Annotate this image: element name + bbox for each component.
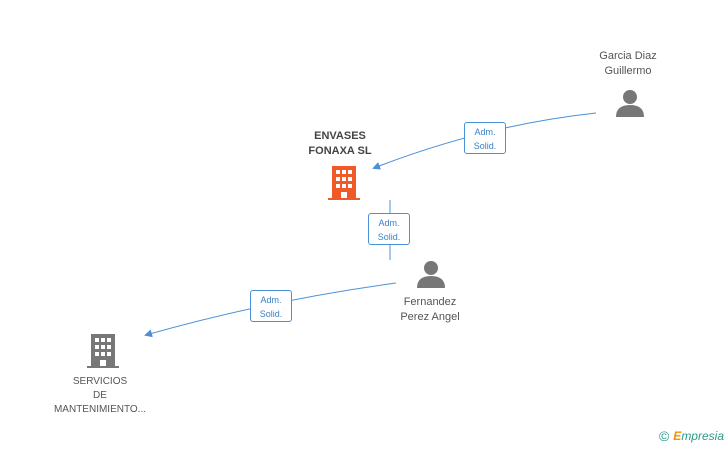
edge-label-line2: Solid. bbox=[473, 141, 497, 151]
company-servicios-name-line2: DE bbox=[93, 390, 107, 401]
company-servicios-label: SERVICIOS DE MANTENIMIENTO... bbox=[40, 375, 160, 417]
edge-label-line1: Adm. bbox=[260, 295, 282, 305]
edge-label-garcia-role[interactable]: Adm. Solid. bbox=[464, 122, 506, 154]
edge-label-fernandez-servicios-role[interactable]: Adm. Solid. bbox=[250, 290, 292, 322]
person-icon[interactable] bbox=[416, 260, 446, 288]
main-company-name-line2: FONAXA SL bbox=[308, 145, 372, 157]
person-garcia-label: Garcia Diaz Guillermo bbox=[578, 49, 678, 79]
person-garcia-name-line1: Garcia Diaz bbox=[599, 50, 657, 62]
empresia-logo-initial: E bbox=[673, 429, 682, 443]
edge-label-line1: Adm. bbox=[474, 127, 496, 137]
company-servicios-name-line3: MANTENIMIENTO... bbox=[53, 404, 147, 415]
empresia-logo-text: mpresia bbox=[681, 429, 724, 443]
edge-label-fernandez-envases-role[interactable]: Adm. Solid. bbox=[368, 213, 410, 245]
building-icon[interactable] bbox=[328, 166, 360, 200]
person-fernandez-name-line1: Fernandez bbox=[403, 296, 457, 308]
main-company-label: ENVASES FONAXA SL bbox=[300, 129, 380, 159]
edge-label-line2: Solid. bbox=[377, 232, 401, 242]
person-fernandez-name-line2: Perez Angel bbox=[400, 311, 460, 323]
edge-label-line1: Adm. bbox=[378, 218, 400, 228]
person-garcia-name-line2: Guillermo bbox=[604, 65, 652, 77]
person-icon[interactable] bbox=[615, 89, 645, 117]
main-company-name-line1: ENVASES bbox=[314, 130, 366, 142]
copyright-symbol: © bbox=[658, 428, 670, 444]
company-servicios-name-line1: SERVICIOS bbox=[72, 376, 128, 387]
edge-label-line2: Solid. bbox=[259, 309, 283, 319]
building-icon[interactable] bbox=[87, 334, 119, 368]
person-fernandez-label: Fernandez Perez Angel bbox=[380, 295, 480, 325]
empresia-logo: Empresia bbox=[673, 429, 724, 443]
empresia-watermark: © Empresia bbox=[659, 428, 724, 444]
